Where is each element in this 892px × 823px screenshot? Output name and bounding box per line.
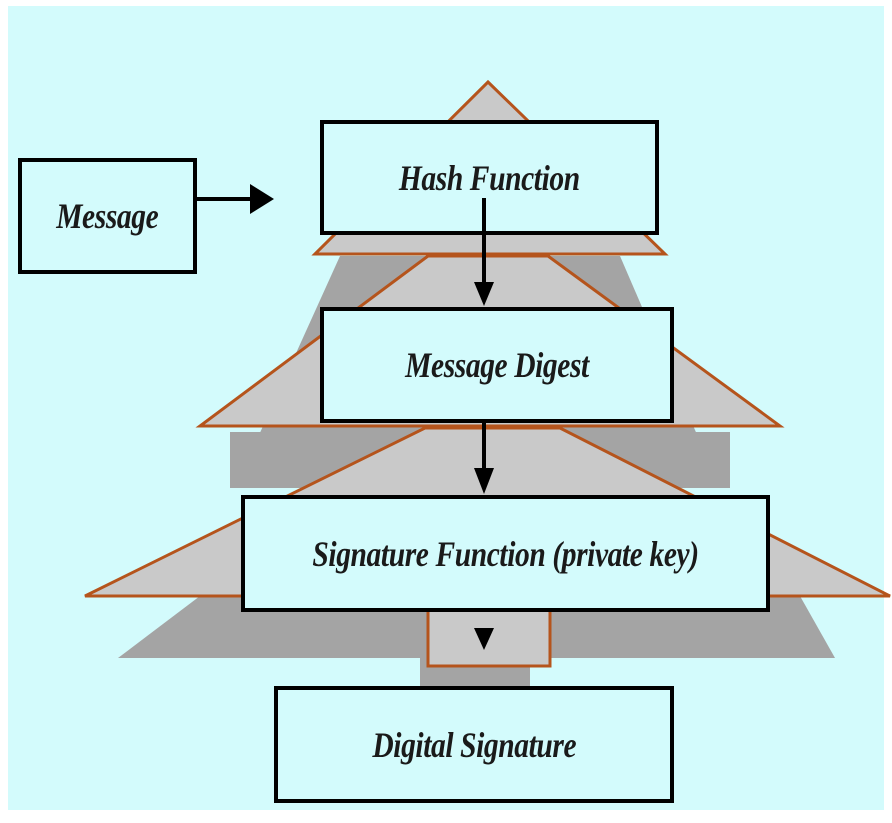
message-digest-label: Message Digest (405, 345, 589, 385)
signature-function-label: Signature Function (private key) (312, 533, 699, 574)
message-digest-box: Message Digest (320, 307, 674, 423)
digital-signature-label: Digital Signature (372, 724, 576, 765)
arrow-hash-to-digest (474, 198, 494, 306)
hash-function-box: Hash Function (320, 120, 659, 235)
digital-signature-box: Digital Signature (274, 686, 674, 803)
hash-function-label: Hash Function (399, 157, 580, 198)
signature-function-box: Signature Function (private key) (241, 495, 770, 612)
message-label: Message (56, 196, 159, 236)
arrow-digest-to-signature (474, 423, 494, 494)
arrow-message-to-hash (197, 184, 274, 214)
message-box: Message (18, 158, 197, 274)
arrow-signature-to-digital (474, 628, 494, 650)
